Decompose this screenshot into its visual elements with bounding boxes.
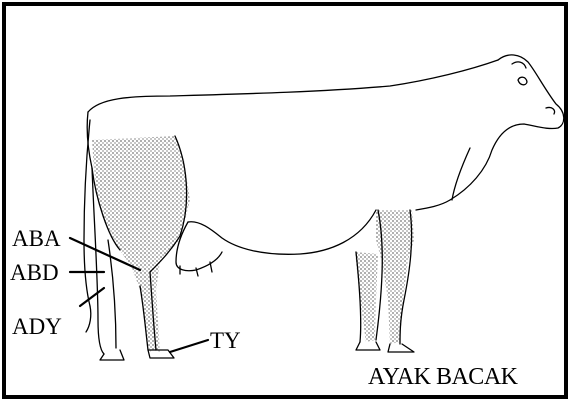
label-ty: TY [210,328,241,353]
udder [176,222,222,271]
shaded-regions [92,136,414,352]
head-outline [450,55,564,200]
belly-line [188,210,376,254]
label-abd: ABD [10,260,59,285]
leader-ady [80,288,104,306]
hind-leg-back-shading [355,252,378,342]
front-lower-leg-shading [120,250,160,352]
front-hoof-1 [356,342,380,350]
leader-ty [170,340,208,352]
muzzle [546,107,555,114]
frame-border [4,4,566,397]
ear [512,62,526,68]
label-aba: ABA [12,226,61,251]
rear-hoof-1 [100,350,124,360]
tail-tip [86,306,91,332]
dewlap [416,200,450,210]
front-hoof-2 [388,344,414,352]
eye [518,77,527,85]
caption: AYAK BACAK [368,364,519,390]
label-ady: ADY [12,314,62,339]
back-line [88,60,498,112]
